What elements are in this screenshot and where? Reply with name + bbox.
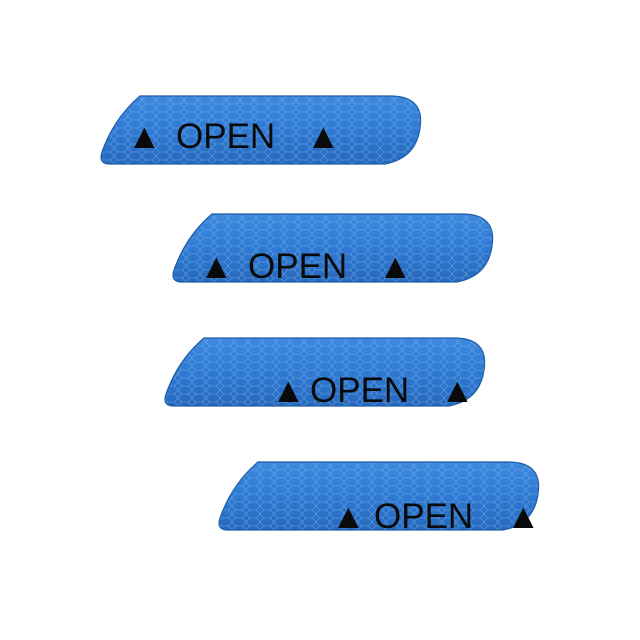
right-triangle-icon: ▲: [440, 371, 475, 410]
right-triangle-icon: ▲: [378, 247, 413, 286]
open-sticker-1: ▲ OPEN ▲: [100, 95, 422, 165]
sticker-label: OPEN: [248, 247, 347, 286]
left-triangle-icon: ▲: [199, 247, 234, 286]
left-triangle-icon: ▲: [331, 497, 366, 536]
open-sticker-2: ▲ OPEN ▲: [172, 213, 494, 286]
sticker-label: OPEN: [310, 371, 409, 410]
right-triangle-icon: ▲: [306, 117, 341, 156]
open-sticker-4: ▲ OPEN ▲: [218, 461, 541, 536]
right-triangle-icon: ▲: [506, 497, 541, 536]
left-triangle-icon: ▲: [127, 117, 162, 156]
left-triangle-icon: ▲: [271, 371, 306, 410]
sticker-label: OPEN: [176, 117, 275, 156]
open-sticker-3: ▲ OPEN ▲: [164, 337, 486, 410]
sticker-label: OPEN: [374, 497, 473, 536]
